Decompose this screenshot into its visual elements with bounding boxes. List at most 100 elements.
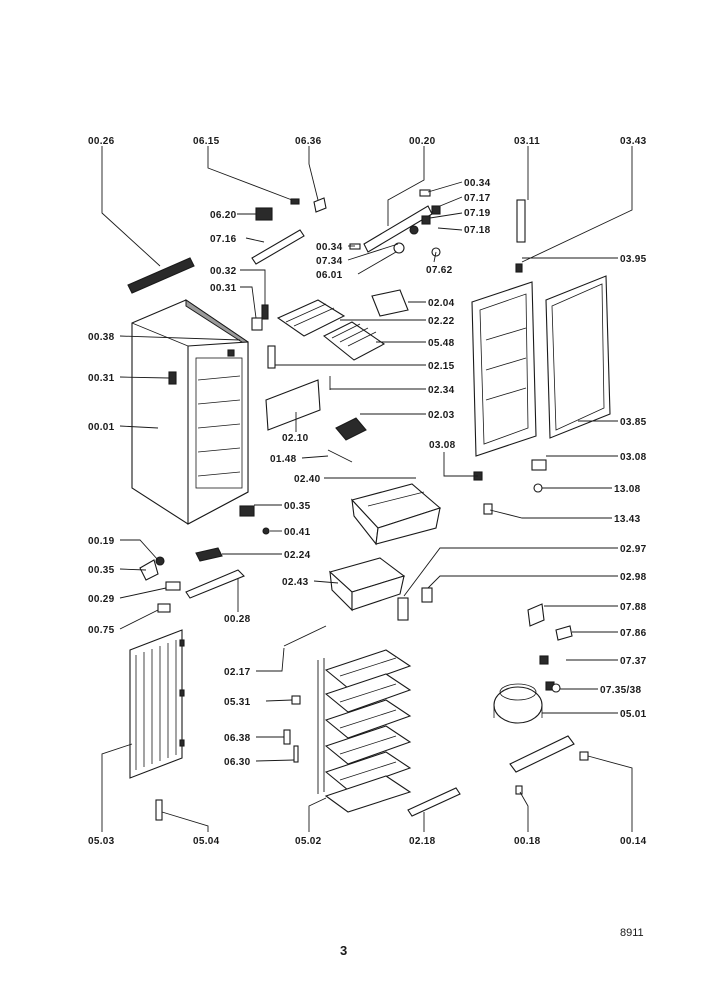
part-label: 02.97 [620,544,647,555]
foot-part [155,556,165,566]
hinge-pin-part [251,317,263,331]
washer-part [533,483,543,493]
part-label: 07.16 [210,234,237,245]
condenser-part [129,629,185,779]
part-label: 00.19 [88,536,115,547]
clip-part [157,603,171,613]
drain-tube-part [155,799,163,821]
part-label: 06.36 [295,136,322,147]
part-label: 02.18 [409,836,436,847]
screw-foot-part [579,751,589,761]
part-label: 06.01 [316,270,343,281]
drawer-small-part [328,557,406,612]
knob-part [290,198,300,205]
part-label: 03.85 [620,417,647,428]
leader-lines [101,146,633,832]
handle-cap-part [515,263,523,273]
flap-part [265,379,321,431]
cabinet-part [131,299,249,525]
door-stop-right-part [531,459,547,471]
part-label: 00.26 [88,136,115,147]
small-clip-part [349,243,361,250]
top-control-panel-part [127,257,195,294]
part-label: 00.35 [284,501,311,512]
part-label: 00.34 [316,242,343,253]
part-label: 00.14 [620,836,647,847]
bushing-part [483,503,493,515]
capillary-part [291,695,301,705]
part-label: 05.04 [193,836,220,847]
part-label: 02.98 [620,572,647,583]
part-label: 07.62 [426,265,453,276]
part-label: 06.20 [210,210,237,221]
leveling-foot-part [515,785,523,795]
part-label: 02.43 [282,577,309,588]
part-label: 00.20 [409,136,436,147]
cover-part [165,581,181,591]
part-label: 01.48 [270,454,297,465]
evaporator-part [317,649,412,813]
part-label: 03.43 [620,136,647,147]
part-label: 00.41 [284,527,311,538]
part-labels: 00.26 06.15 06.36 00.20 03.11 03.43 00.3… [88,136,647,847]
part-label: 06.38 [224,733,251,744]
clamp-part [551,683,561,693]
part-label: 00.01 [88,422,115,433]
part-label: 02.22 [428,316,455,327]
part-label: 02.15 [428,361,455,372]
ice-tray-part [335,417,367,441]
thermostat-part [313,197,327,213]
part-label: 00.75 [88,625,115,636]
part-label: 00.38 [88,332,115,343]
light-cover-part [251,229,305,265]
part-label: 02.04 [428,298,455,309]
light-bulb-part [409,225,419,235]
part-label: 00.18 [514,836,541,847]
page-number: 3 [340,943,348,958]
door-rack-small-part [421,587,433,603]
part-label: 05.03 [88,836,115,847]
shelf-rod-part [283,625,327,647]
part-label: 02.03 [428,410,455,421]
wire-shelf-part [276,299,346,337]
switch-part [419,189,431,197]
part-label: 02.40 [294,474,321,485]
part-label: 00.31 [210,283,237,294]
part-label: 00.31 [88,373,115,384]
part-label: 05.02 [295,836,322,847]
part-label: 07.86 [620,628,647,639]
door-part [471,281,537,457]
hinge-bottom-part [139,559,159,581]
compressor-base-part [509,735,575,773]
part-label: 07.19 [464,208,491,219]
part-label: 05.31 [224,697,251,708]
relay-cover-part [555,625,573,641]
part-label: 00.28 [224,614,251,625]
side-bracket-part [168,371,177,385]
kick-plate-part [185,569,245,599]
sensor-part [293,745,299,763]
part-label: 02.10 [282,433,309,444]
lamp-socket-part [393,242,405,254]
rod-part [327,449,353,463]
part-label: 05.01 [620,709,647,720]
drawer-large-part [350,483,442,546]
part-label: 00.32 [210,266,237,277]
part-label: 02.24 [284,550,311,561]
part-label: 07.37 [620,656,647,667]
butter-box-part [371,289,409,317]
part-label: 02.34 [428,385,455,396]
grille-plate-part [195,547,223,562]
switch-housing-part [421,215,431,225]
part-label: 03.08 [429,440,456,451]
part-label: 03.08 [620,452,647,463]
part-label: 00.35 [88,565,115,576]
door-seal-part [545,275,611,439]
part-label: 03.11 [514,136,540,147]
part-label: 07.35/38 [600,685,641,696]
part-label: 02.17 [224,667,251,678]
document-code: 8911 [620,927,644,939]
part-label: 06.30 [224,757,251,768]
